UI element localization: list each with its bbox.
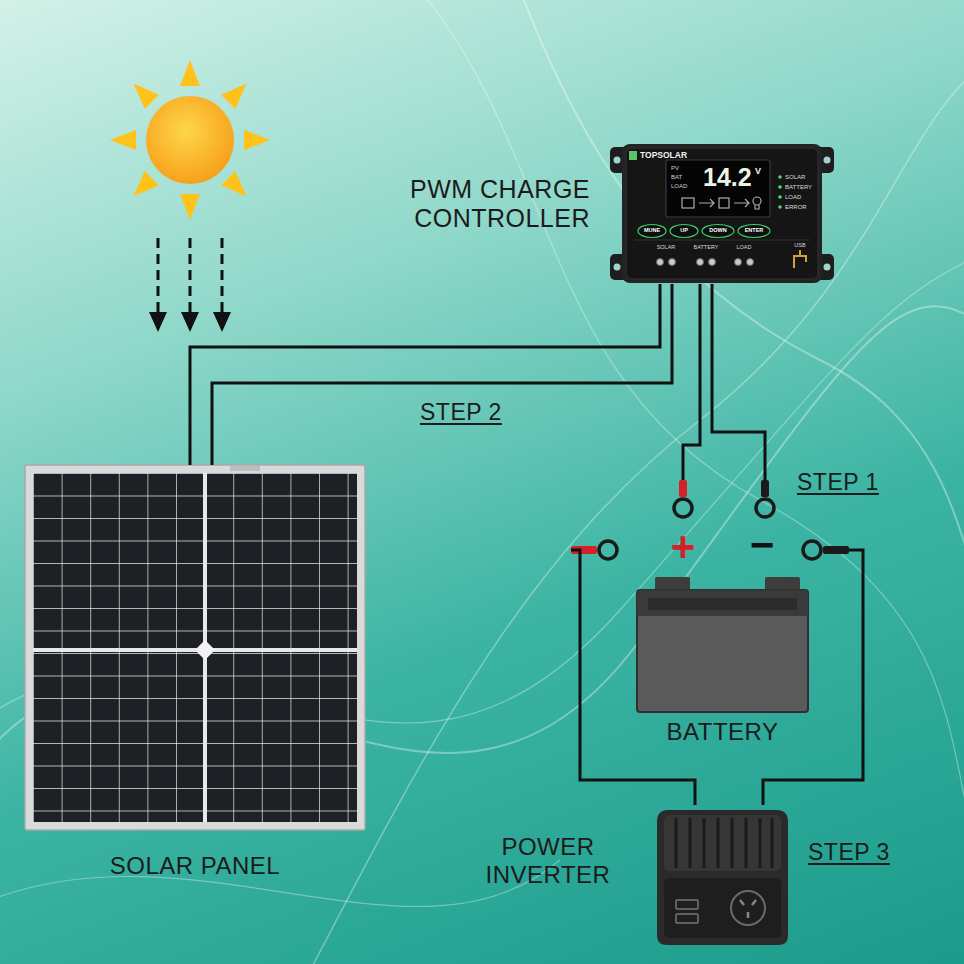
display-unit: V xyxy=(755,167,761,176)
wire xyxy=(712,284,765,480)
ring-terminal xyxy=(674,499,692,517)
display-tag: LOAD xyxy=(671,183,687,189)
button-label: DOWN xyxy=(709,228,726,234)
display-tag: PV xyxy=(671,165,679,171)
button-label: ENTER xyxy=(745,228,764,234)
power-inverter: POWER INVERTER xyxy=(655,805,790,945)
wire xyxy=(571,550,695,805)
button-label: UP xyxy=(680,228,688,234)
status-led-label: BATTERY xyxy=(785,184,812,190)
display-value: 14.2 xyxy=(703,165,752,190)
terminal-sleeve xyxy=(823,546,849,554)
inverter-drawing xyxy=(657,810,788,945)
button-label: MUNE xyxy=(644,228,660,234)
node-heading: BATTERY xyxy=(617,718,828,746)
battery: BATTERY xyxy=(637,575,808,712)
wire-pair xyxy=(190,284,672,465)
polarity-sign: + xyxy=(671,526,696,568)
wire-pair xyxy=(674,284,774,517)
terminal-label: USB xyxy=(794,243,805,249)
terminal-sleeve xyxy=(761,480,769,497)
step-label: STEP 2 xyxy=(420,400,502,425)
status-led-label: SOLAR xyxy=(785,174,805,180)
wire xyxy=(190,284,660,465)
solar-panel: SOLAR PANEL xyxy=(25,465,365,830)
ring-terminal xyxy=(803,541,821,559)
sunlight-arrows xyxy=(149,238,231,332)
step-label: STEP 3 xyxy=(808,840,890,865)
terminal-sleeve xyxy=(679,480,687,497)
node-heading: POWER INVERTER xyxy=(463,833,633,888)
charge-controller: PWM CHARGE CONTROLLER xyxy=(612,143,834,284)
status-led-label: ERROR xyxy=(785,204,807,210)
ring-terminal xyxy=(756,499,774,517)
ring-terminal xyxy=(599,541,617,559)
node-heading: SOLAR PANEL xyxy=(25,852,365,880)
wire xyxy=(763,550,863,805)
controller-device xyxy=(610,144,834,283)
terminal-label: SOLAR xyxy=(657,245,676,251)
node-heading: PWM CHARGE CONTROLLER xyxy=(370,175,590,233)
step-label: STEP 1 xyxy=(797,470,879,495)
sun-icon xyxy=(110,60,270,220)
wire xyxy=(212,284,672,465)
terminal-label: LOAD xyxy=(737,245,752,251)
wire xyxy=(683,284,700,480)
solar-panel-drawing xyxy=(25,465,365,830)
battery-drawing xyxy=(637,577,808,712)
wire-pair xyxy=(571,541,863,805)
terminal-label: BATTERY xyxy=(694,245,719,251)
polarity-sign: − xyxy=(750,524,775,566)
brand-logo: TOPSOLAR xyxy=(640,151,687,160)
display-tag: BAT xyxy=(671,174,682,180)
status-led-label: LOAD xyxy=(785,194,801,200)
